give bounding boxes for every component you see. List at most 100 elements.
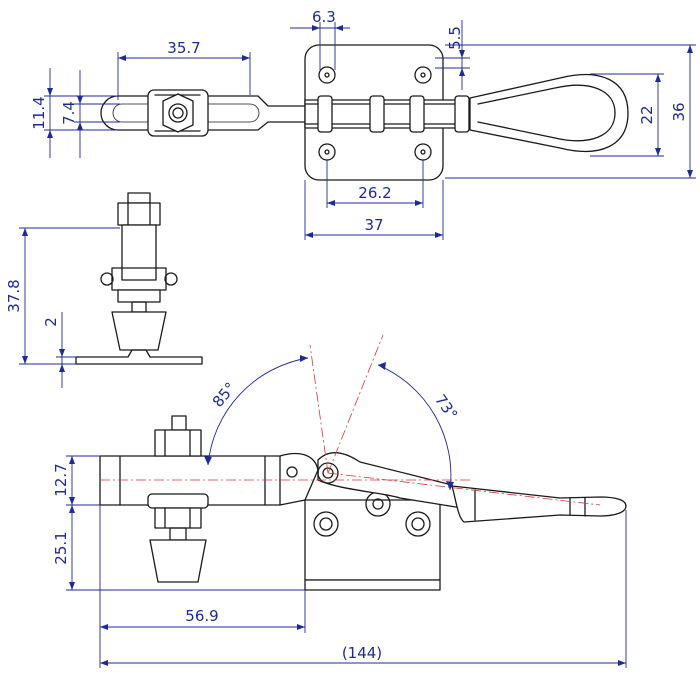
arrow: [69, 497, 75, 505]
dim-open-angle-73: 73°: [431, 391, 461, 423]
arrow: [655, 74, 661, 82]
arm-lines: [119, 455, 266, 506]
arm-pin-left: [100, 272, 114, 286]
arrow: [59, 364, 65, 372]
dim-hole-spacing: 26.2: [358, 184, 391, 202]
spindle-bolt: [168, 103, 188, 123]
dim-width-11-4: 11.4: [30, 96, 48, 129]
nut-faces: [127, 202, 151, 226]
arrow: [312, 25, 320, 31]
end-view-base: [75, 349, 203, 365]
arrow: [100, 660, 108, 666]
centerline-handle: [327, 472, 601, 506]
arrow: [335, 25, 343, 31]
arm-pin-right: [164, 272, 178, 286]
pivot-block: [317, 95, 333, 133]
arm-outline: [117, 95, 306, 131]
dim-lower-height: 25.1: [52, 531, 70, 564]
arrow: [242, 55, 250, 61]
arrow: [300, 355, 308, 362]
handle-pivot: [317, 462, 339, 484]
arrow: [47, 130, 53, 138]
arrow: [59, 349, 65, 357]
arrow: [618, 660, 626, 666]
arrow: [297, 624, 305, 630]
arrow: [378, 362, 386, 370]
front-handle-grip: [451, 485, 627, 523]
arm-pivot: [286, 466, 298, 478]
dim-width-7-4: 7.4: [60, 101, 78, 125]
angle-arc-73: [377, 364, 452, 491]
arrow: [77, 96, 83, 104]
centerline-85: [309, 344, 329, 474]
dim-edge-offset: 5.5: [446, 26, 464, 50]
end-view: [75, 192, 203, 365]
mount-hole: [414, 143, 432, 161]
spindle-neck: [169, 527, 187, 541]
front-top-nut: [154, 429, 202, 457]
body-pivot-inner: [411, 517, 425, 531]
mount-hole: [318, 143, 336, 161]
pivot-block: [369, 95, 385, 133]
arm-slot: [112, 103, 260, 123]
top-view: [100, 44, 629, 181]
body-pivot-inner: [319, 517, 333, 531]
dim-hole-diameter: 6.3: [312, 8, 336, 26]
handle-grip: [469, 74, 629, 152]
arrow: [305, 232, 313, 238]
mount-hole-center: [324, 149, 330, 155]
dim-overall-width: 36: [670, 102, 688, 121]
mount-hole: [414, 66, 432, 84]
arrow: [459, 68, 465, 76]
top-view-dimensions: 6.3 5.5 35.7 11.4 7.4 22: [30, 8, 696, 240]
mount-hole: [318, 66, 336, 84]
bolt-top: [127, 192, 151, 204]
dim-upper-height: 12.7: [52, 463, 70, 496]
spindle-bolt-inner: [172, 107, 184, 119]
dim-spindle-reach: 56.9: [185, 607, 218, 625]
arrow: [100, 624, 108, 630]
mount-hole-center: [324, 72, 330, 78]
arrow: [327, 200, 335, 206]
nut-faces: [164, 429, 191, 457]
end-view-dimensions: 37.8 2: [5, 227, 120, 388]
front-spindle-pad: [149, 539, 207, 583]
dim-overall-length: (144): [342, 644, 382, 662]
hex-nut: [162, 93, 194, 133]
dim-base-width: 37: [364, 216, 383, 234]
arrow: [655, 148, 661, 156]
dim-handle-width: 22: [638, 105, 656, 124]
arrow: [687, 170, 693, 178]
dim-handle-reach: 35.7: [167, 39, 200, 57]
washer: [147, 493, 209, 509]
arrow: [22, 356, 28, 364]
body-pivot: [405, 511, 431, 537]
centerline-73: [327, 334, 384, 474]
front-bottom-nut: [154, 507, 202, 529]
arrow: [22, 228, 28, 236]
arrow: [435, 232, 443, 238]
arrow: [118, 55, 126, 61]
mount-hole-center: [420, 72, 426, 78]
arrow: [446, 481, 454, 490]
arrow: [459, 50, 465, 58]
pivot-block: [454, 95, 470, 133]
nut-faces: [164, 507, 191, 529]
spindle-neck: [131, 301, 147, 313]
body-pivot: [313, 511, 339, 537]
handle-pivot-inner: [322, 467, 334, 479]
arrow: [69, 505, 75, 513]
top-nut: [117, 202, 161, 226]
grip-rings: [474, 489, 586, 521]
front-view: [99, 415, 627, 591]
mount-hole-center: [420, 149, 426, 155]
dim-open-angle-85: 85°: [209, 379, 240, 411]
bottom-nut: [117, 289, 161, 303]
front-base: [304, 579, 441, 591]
spindle-body: [121, 224, 157, 281]
angle-arc-85: [207, 357, 309, 466]
dim-spindle-height: 37.8: [5, 279, 23, 312]
spindle-pad: [111, 311, 167, 351]
